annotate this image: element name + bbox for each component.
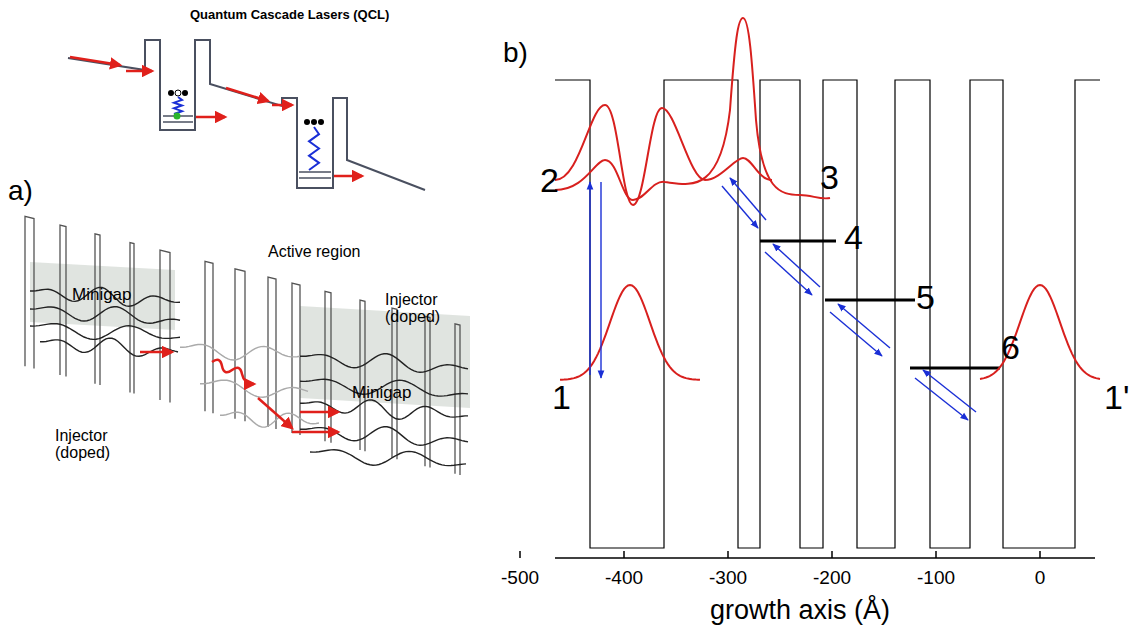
transition-arrow (730, 178, 766, 220)
axis-tick (623, 551, 625, 558)
barrier (455, 324, 460, 475)
state-number: 1' (1104, 380, 1129, 416)
wavefunction (300, 400, 468, 419)
barrier (95, 234, 100, 385)
wavefunction (200, 380, 308, 397)
tick-label: -400 (605, 568, 643, 588)
state-number: 4 (844, 220, 863, 256)
wavefunction (180, 344, 300, 360)
band-profile (520, 18, 1100, 558)
tick-label: -200 (813, 568, 851, 588)
state-number: 3 (820, 160, 839, 196)
axis-title: growth axis (Å) (710, 596, 890, 624)
transition-arrow (838, 304, 890, 348)
state-number: 1 (552, 380, 571, 416)
region-label: Injector (doped) (385, 292, 457, 326)
tick-label: -300 (709, 568, 747, 588)
barrier (360, 300, 365, 451)
tick-label: -500 (501, 568, 539, 588)
figure-title: Quantum Cascade Lasers (QCL) (190, 8, 389, 22)
barrier (160, 250, 170, 403)
wavefunction (310, 450, 466, 466)
transition-arrow (923, 370, 976, 412)
active-injector-sketch (25, 216, 470, 475)
region-label: Active region (268, 244, 361, 261)
transition-arrow (773, 244, 820, 287)
barrier (325, 291, 331, 443)
region-label: Minigap (352, 384, 412, 402)
barrier (268, 277, 276, 429)
barrier (205, 261, 213, 413)
tick-label: 0 (1035, 568, 1046, 588)
axis-tick (935, 551, 937, 558)
barrier (25, 216, 34, 368)
wavefunction (300, 354, 468, 373)
panel-label: a) (8, 176, 33, 205)
wavefunction (220, 412, 319, 427)
transition-arrow (722, 186, 758, 228)
barrier (60, 225, 66, 377)
qcl-sketch (68, 40, 425, 190)
wavefunction (40, 338, 178, 356)
axis-tick (519, 551, 521, 558)
axis-tick (831, 551, 833, 558)
axis-tick (727, 551, 729, 558)
state-number: 2 (540, 163, 559, 199)
tick-label: -100 (917, 568, 955, 588)
wavefunction (300, 427, 468, 446)
wavefunction (30, 307, 180, 324)
state-number: 6 (1001, 330, 1020, 366)
region-label: Minigap (72, 286, 132, 304)
wavefunction (30, 324, 180, 340)
panel-label: b) (503, 38, 528, 67)
axis-tick (1039, 551, 1041, 558)
barrier (235, 269, 245, 422)
region-label: Injector (doped) (55, 428, 127, 462)
barrier (292, 283, 300, 435)
state-number: 5 (916, 280, 935, 316)
barrier (130, 243, 134, 394)
